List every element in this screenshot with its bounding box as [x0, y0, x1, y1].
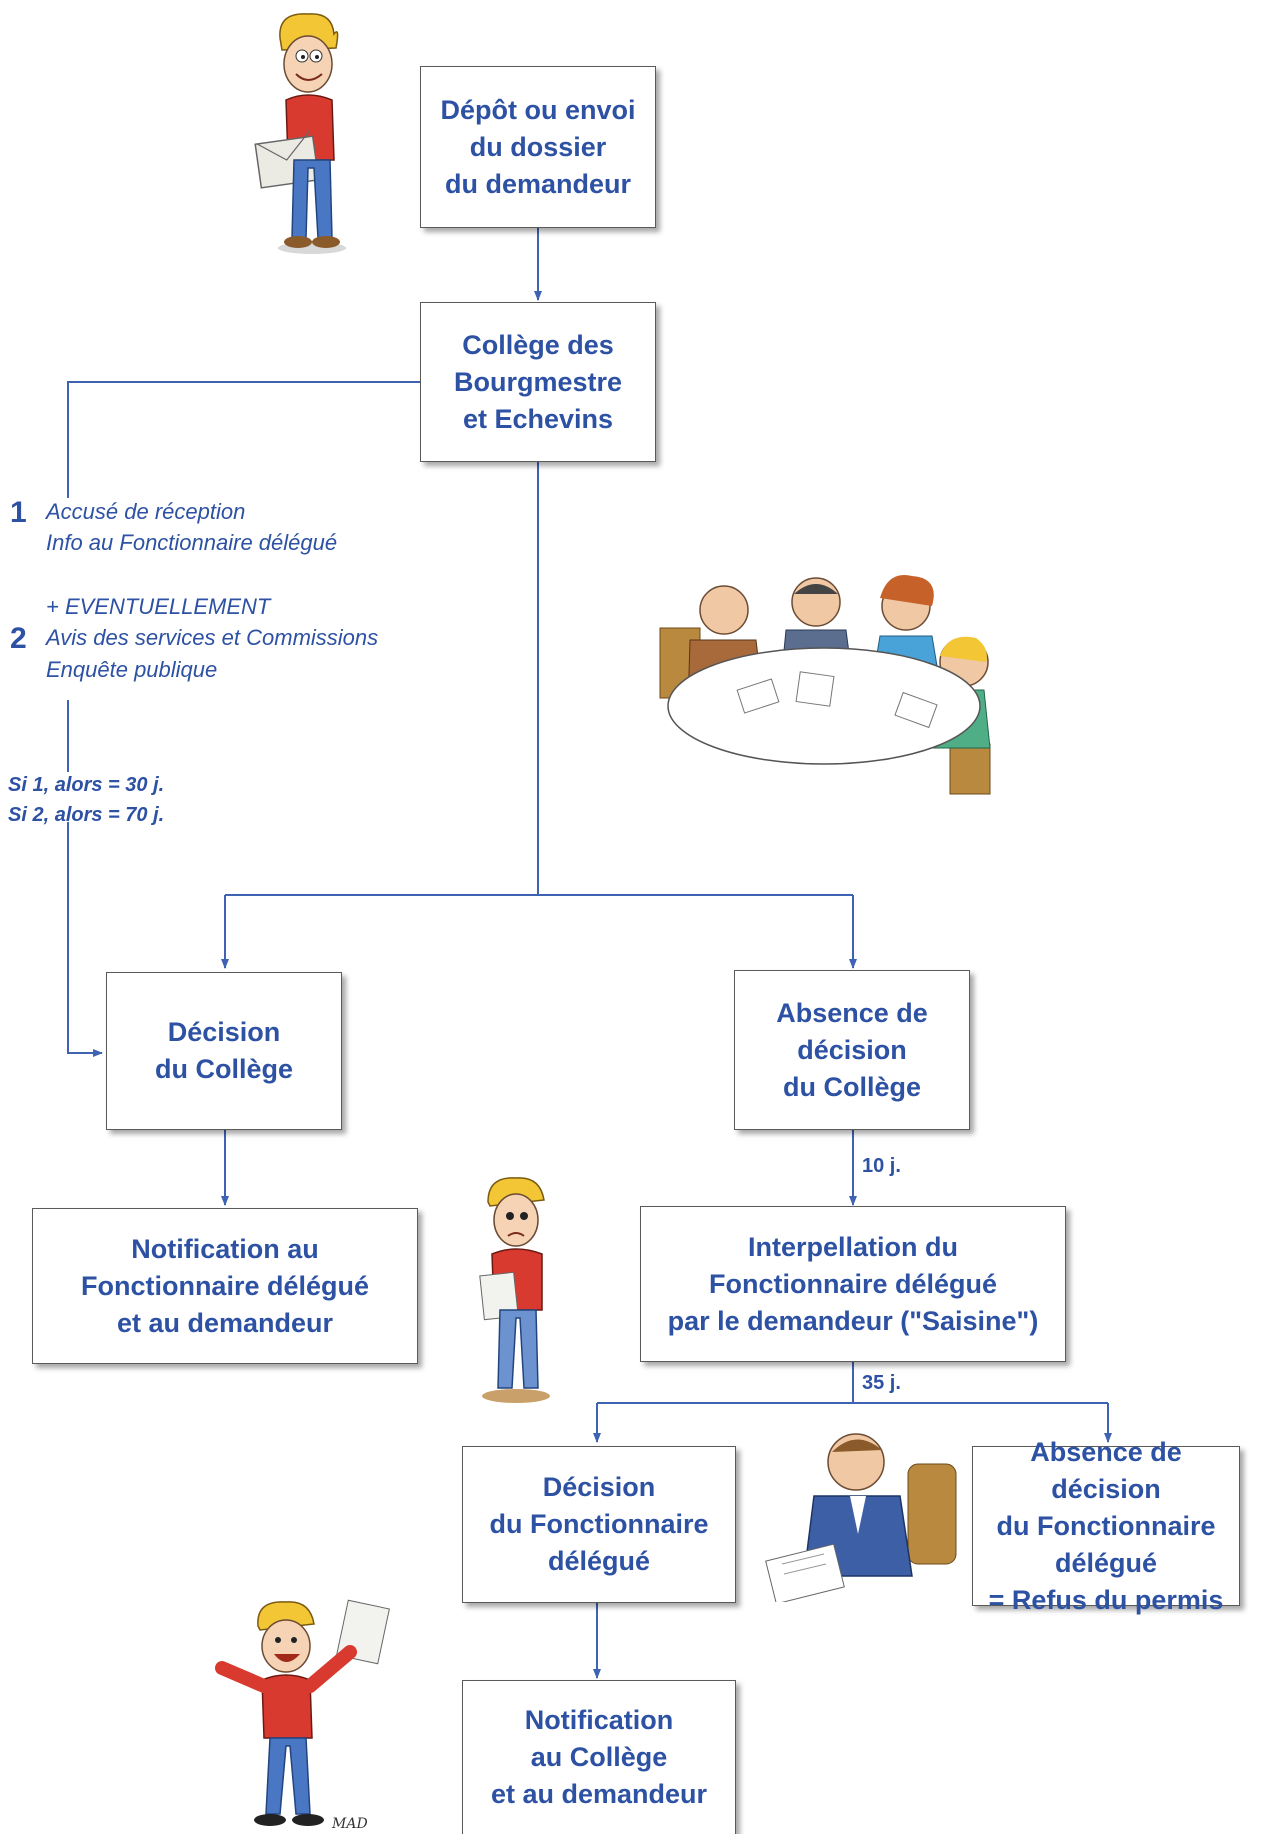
- step-1-line-2: Info au Fonctionnaire délégué: [46, 530, 338, 555]
- man-with-envelope-illustration: [254, 13, 346, 254]
- box-notification-fonctionnaire: Notification au Fonctionnaire délégué et…: [32, 1208, 418, 1364]
- sad-man-with-paper-illustration: [479, 1177, 550, 1403]
- delay-35-days: 35 j.: [862, 1372, 901, 1394]
- box-absence-decision-college: Absence de décision du Collège: [734, 970, 970, 1130]
- official-signing-illustration: [765, 1433, 957, 1602]
- box-depot-dossier: Dépôt ou envoi du dossier du demandeur: [420, 66, 656, 228]
- box-notification-college: Notification au Collège et au demandeur: [462, 1680, 736, 1834]
- box-decision-college: Décision du Collège: [106, 972, 342, 1130]
- meeting-table-illustration: [659, 574, 991, 795]
- step-2-number: 2: [10, 622, 27, 655]
- happy-man-with-paper-illustration: MAD: [215, 1599, 390, 1832]
- box-interpellation-saisine: Interpellation du Fonctionnaire délégué …: [640, 1206, 1066, 1362]
- box-college-bourgmestre: Collège des Bourgmestre et Echevins: [420, 302, 656, 462]
- artist-signature: MAD: [331, 1816, 368, 1832]
- step-2-line-1: Avis des services et Commissions: [46, 625, 379, 650]
- step-2-line-2: Enquête publique: [46, 657, 218, 682]
- box-decision-fonctionnaire: Décision du Fonctionnaire délégué: [462, 1446, 736, 1603]
- box-absence-decision-fonctionnaire: Absence de décision du Fonctionnaire dél…: [972, 1437, 1240, 1615]
- line-college-left-branch: [67, 381, 420, 498]
- step-1-line-1: Accusé de réception: [46, 499, 246, 524]
- condition-2-delay: Si 2, alors = 70 j.: [8, 804, 165, 826]
- step-1-number: 1: [10, 496, 27, 529]
- arrow-conditions-to-decision: [67, 822, 103, 1057]
- condition-1-delay: Si 1, alors = 30 j.: [8, 774, 165, 796]
- delay-10-days: 10 j.: [862, 1155, 901, 1177]
- eventuellement-label: + EVENTUELLEMENT: [46, 594, 271, 619]
